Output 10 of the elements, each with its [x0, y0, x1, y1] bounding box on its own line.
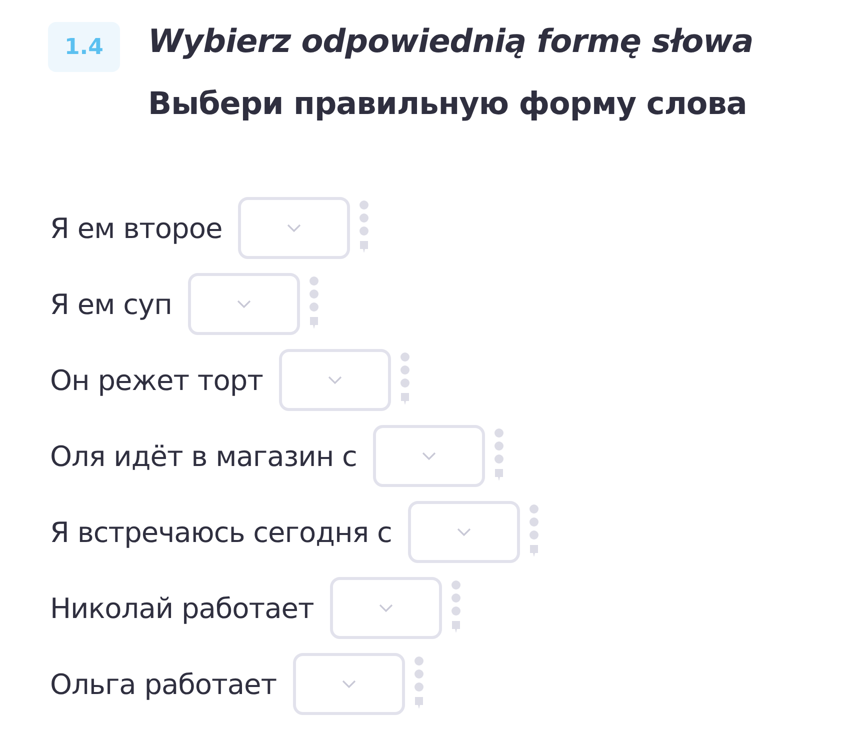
exercise-number-badge: 1.4: [48, 22, 120, 72]
instruction-subheading: Выбери правильную форму слова: [148, 86, 747, 122]
instruction-heading: Wybierz odpowiednią formę słowa: [148, 22, 754, 60]
sentence-text: Ольга работает: [50, 668, 277, 700]
sentence-text: Я встречаюсь сегодня с: [50, 516, 392, 548]
sentence-text: Я ем суп: [50, 288, 172, 320]
sentence-text: Николай работает: [50, 592, 314, 624]
sentence-text: Оля идёт в магазин с: [50, 440, 357, 472]
sentence-text: Я ем второе: [50, 212, 222, 244]
sentence-text: Он режет торт: [50, 364, 263, 396]
